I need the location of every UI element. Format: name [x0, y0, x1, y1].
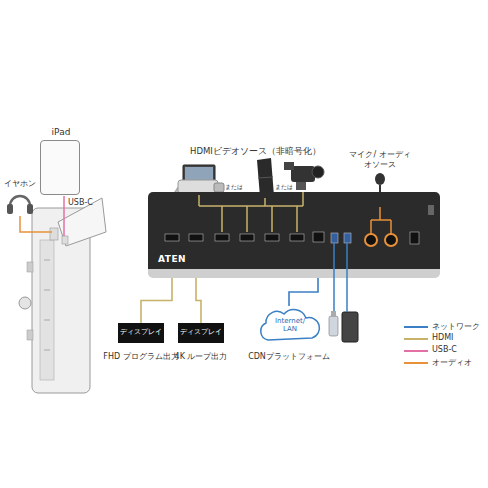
connector-line — [141, 278, 172, 323]
cloud-shape — [261, 310, 320, 340]
platform-caption: CDNプラットフォーム — [241, 352, 337, 361]
storage-wire — [334, 243, 347, 312]
display-label: ディスプレイ — [118, 328, 164, 336]
brand-logo: ATEN — [158, 254, 186, 264]
legend-text: USB-C — [432, 345, 457, 354]
audio-source-heading: マイク/ オーディオソース — [346, 150, 414, 169]
network-label: Internet/ LAN — [270, 317, 310, 333]
audio-input-wire — [371, 207, 391, 234]
hard-drive-icon — [342, 312, 358, 342]
network-cloud: Internet/ LANCDNプラットフォーム — [256, 306, 322, 344]
hdmi-input-wire — [199, 192, 303, 232]
output-caption: FHD プログラム出力 — [101, 352, 181, 361]
legend-swatch — [404, 338, 428, 340]
headphones-label: イヤホン — [4, 179, 36, 189]
device-name: iPad — [31, 127, 91, 137]
legend-swatch — [404, 350, 428, 352]
legend-swatch — [404, 362, 428, 364]
usb-drive-icon — [329, 311, 338, 336]
display-box: ディスプレイ4K ループ出力 — [178, 323, 224, 343]
legend-swatch — [404, 326, 428, 328]
audio-wire — [20, 216, 52, 232]
legend-text: HDMI — [432, 333, 453, 342]
output-caption: 4K ループ出力 — [161, 352, 241, 361]
connector-line — [196, 278, 201, 323]
legend-text: ネットワーク — [432, 321, 480, 332]
laptop-icon — [174, 165, 224, 193]
tablet-box: iPad — [40, 140, 80, 195]
port-label: USB-C — [68, 198, 93, 208]
or-note: または — [225, 184, 243, 191]
source-heading: HDMIビデオソース（非暗号化） — [190, 146, 321, 156]
port-panel — [165, 205, 434, 246]
connector-line — [289, 278, 318, 306]
headphones-icon — [7, 196, 33, 214]
switcher-device: ATEN — [148, 192, 440, 278]
side-view-device — [19, 198, 106, 393]
or-note: または — [275, 184, 293, 191]
display-box: ディスプレイFHD プログラム出力 — [118, 323, 164, 343]
legend-text: オーディオ — [432, 357, 472, 368]
display-label: ディスプレイ — [178, 328, 224, 336]
usb-c-wire — [64, 196, 65, 236]
